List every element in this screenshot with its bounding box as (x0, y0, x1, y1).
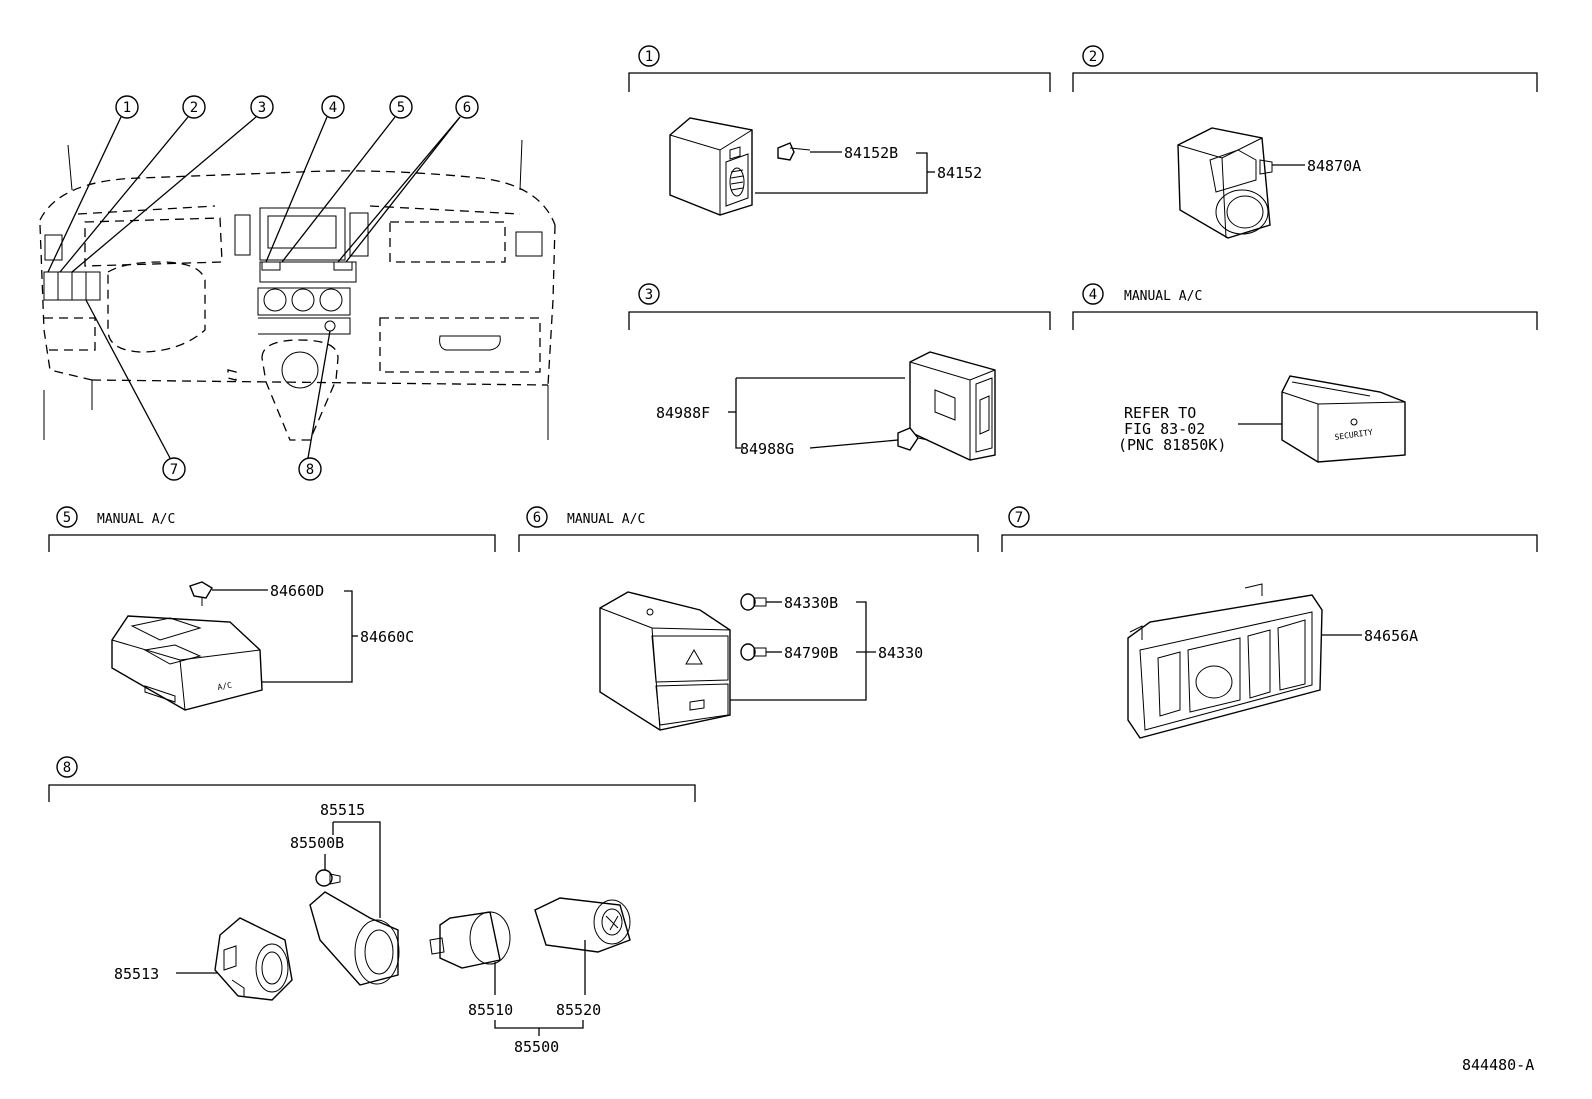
part-84330B-label: 84330B (784, 594, 838, 612)
callout-8: 8 (298, 457, 322, 481)
hazard-switch-drawing (599, 591, 731, 731)
figure-id: 844480-A (1462, 1056, 1534, 1074)
part-85513-label: 85513 (114, 965, 159, 983)
dashboard-overview (39, 139, 556, 441)
svg-text:6: 6 (533, 510, 541, 526)
part-84152-label: 84152 (937, 164, 982, 182)
svg-text:6: 6 (463, 100, 471, 116)
part-84656A-label: 84656A (1364, 627, 1418, 645)
callout-7: 7 (162, 457, 186, 481)
svg-text:8: 8 (306, 462, 314, 478)
section-5-header: 5 MANUAL A/C (48, 506, 496, 552)
section-6-header: 6 MANUAL A/C (518, 506, 979, 552)
callout-2: 2 (182, 95, 206, 119)
switch-bezel-drawing (1127, 583, 1323, 739)
callout-4: 4 (321, 95, 345, 119)
svg-text:7: 7 (1015, 510, 1023, 526)
svg-text:2: 2 (1089, 49, 1097, 65)
part-85500B-label: 85500B (290, 834, 344, 852)
callout-6: 6 (455, 95, 479, 119)
svg-text:2: 2 (190, 100, 198, 116)
socket-85513-drawing (214, 917, 293, 1001)
bulb-84330B-drawing (740, 593, 767, 611)
svg-text:1: 1 (123, 100, 131, 116)
part-84988F-label: 84988F (656, 404, 710, 422)
lighter-85520-drawing (534, 897, 631, 953)
ring-85515-drawing (309, 891, 400, 986)
part-84870A-label: 84870A (1307, 157, 1361, 175)
part-84330-label: 84330 (878, 644, 923, 662)
svg-text:1: 1 (645, 49, 653, 65)
section-1-header: 1 (628, 45, 1051, 92)
svg-text:3: 3 (645, 287, 653, 303)
section-7-header: 7 (1001, 506, 1538, 552)
part-84660C-label: 84660C (360, 628, 414, 646)
section-4-header: 4 MANUAL A/C (1072, 283, 1538, 330)
svg-text:7: 7 (170, 462, 178, 478)
clip-84660D-drawing (189, 581, 213, 606)
svg-text:4: 4 (1089, 287, 1097, 303)
bulb-84790B-drawing (740, 643, 767, 661)
refer-line-1: REFER TO (1124, 404, 1196, 422)
bulb-85500B-drawing (315, 869, 341, 887)
callout-3: 3 (250, 95, 274, 119)
part-85520-label: 85520 (556, 1001, 601, 1019)
ac-switch-drawing: A/C (111, 615, 263, 711)
svg-text:8: 8 (63, 760, 71, 776)
section-5-parts: A/C 84660D 84660C (111, 581, 414, 711)
clip-84988G-drawing (897, 427, 929, 451)
rocker-switch-drawing (909, 351, 996, 461)
callout-5: 5 (389, 95, 413, 119)
section-8-header: 8 (48, 756, 696, 802)
section-1-parts: 84152B 84152 (669, 117, 982, 216)
section-8-parts: 85515 85500B 85513 (114, 801, 631, 1056)
section-7-parts: 84656A (1127, 583, 1418, 739)
section-5-note: MANUAL A/C (97, 512, 175, 527)
refer-line-2: FIG 83-02 (1124, 420, 1205, 438)
section-6-parts: 84330B 84790B 84330 (599, 591, 923, 731)
callout-circles: 1 2 3 4 5 6 7 8 (115, 95, 479, 481)
svg-text:3: 3 (258, 100, 266, 116)
section-3-parts: 84988F 84988G (656, 351, 996, 461)
section-2-parts: 84870A (1177, 127, 1361, 239)
part-84152B-label: 84152B (844, 144, 898, 162)
dimmer-switch-drawing (669, 117, 753, 216)
refer-line-3: (PNC 81850K) (1118, 436, 1226, 454)
part-84790B-label: 84790B (784, 644, 838, 662)
security-switch-drawing: SECURITY (1281, 375, 1406, 463)
mirror-switch-drawing (1177, 127, 1273, 239)
svg-text:5: 5 (397, 100, 405, 116)
part-85510-label: 85510 (468, 1001, 513, 1019)
callout-leaders (47, 116, 461, 459)
section-3-header: 3 (628, 283, 1051, 330)
section-2-header: 2 (1072, 45, 1538, 92)
screw-84152B-drawing (777, 142, 811, 161)
svg-text:5: 5 (63, 510, 71, 526)
part-84660D-label: 84660D (270, 582, 324, 600)
part-84988G-label: 84988G (740, 440, 794, 458)
part-85515-label: 85515 (320, 801, 365, 819)
section-4-note: MANUAL A/C (1124, 289, 1202, 304)
receptacle-85510-drawing (429, 911, 511, 969)
ac-label: A/C (217, 681, 233, 692)
part-85500-label: 85500 (514, 1038, 559, 1056)
section-6-note: MANUAL A/C (567, 512, 645, 527)
svg-text:4: 4 (329, 100, 337, 116)
section-4-parts: SECURITY REFER TO FIG 83-02 (PNC 81850K) (1118, 375, 1406, 463)
section-headers: 1 2 3 4 MANUAL A/C 5 MANUAL A/C 6 MANUAL… (48, 45, 1538, 802)
callout-1: 1 (115, 95, 139, 119)
